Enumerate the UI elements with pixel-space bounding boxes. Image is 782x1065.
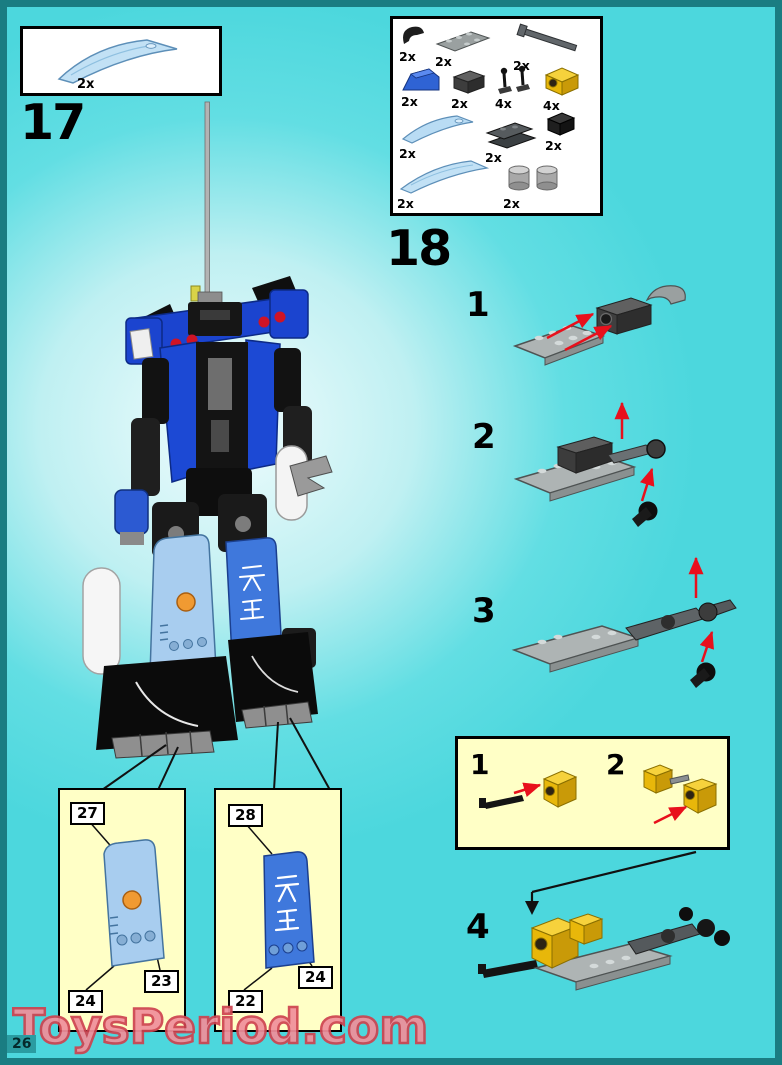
part-count: 4x (543, 98, 560, 113)
inset-substep-1-number: 1 (470, 748, 490, 781)
slope-brick-blue-icon (402, 68, 440, 91)
red-arrow (513, 782, 688, 825)
part-ref-24: 24 (298, 966, 333, 989)
parts-box-item: 2x (503, 161, 563, 211)
right-shin-panel (225, 537, 283, 658)
robot-model-illustration (82, 101, 333, 791)
right-foot (228, 632, 318, 729)
white-panel (129, 328, 154, 360)
inset-instruction-box: 1 2 (455, 736, 730, 850)
substep-4-number: 4 (466, 907, 490, 947)
black-arrow-down-icon (525, 901, 539, 915)
substep-1-assembly (512, 285, 686, 366)
ball-joint-piece (632, 501, 658, 527)
right-leg-panel-illustration (243, 823, 315, 991)
brick-dark-gray-icon (452, 70, 486, 94)
parts-box-item: 4x (495, 63, 535, 111)
part-ref-27: 27 (70, 802, 105, 825)
brick-yellow-icon (544, 67, 580, 96)
part-ref-24: 24 (68, 990, 103, 1013)
plates-dark-gray-icon (485, 122, 537, 149)
axle-gray-icon (516, 23, 578, 52)
parts-box-item: 2x (399, 24, 429, 64)
step-17-number: 17 (20, 94, 86, 151)
page-number: 26 (7, 1035, 37, 1053)
part-count: 2x (401, 94, 418, 109)
red-arrow (688, 556, 714, 663)
left-foot (96, 656, 238, 759)
part-count: 2x (399, 49, 416, 64)
part-count: 2x (485, 150, 502, 165)
step17-parts-box: 2x (20, 26, 222, 96)
wedge-light-blue-large-icon (399, 160, 490, 194)
substep-2-assembly (513, 401, 666, 527)
left-arm (114, 358, 169, 545)
torso (159, 339, 281, 483)
part-count: 2x (399, 146, 416, 161)
claw-piece-black-icon (403, 26, 424, 44)
callout-box-right-leg: 28 22 24 (214, 788, 342, 1032)
part-count: 2x (435, 54, 452, 69)
watermark-text: ToysPeriod.com (12, 999, 430, 1057)
brick-black-icon (546, 112, 576, 136)
kanji-marking (239, 565, 265, 620)
inset-substep-2-number: 2 (606, 748, 626, 781)
wedge-light-blue-icon (57, 39, 178, 84)
parts-box-item: 2x (513, 23, 587, 73)
kanji-marking (274, 874, 300, 932)
lever-black-icon (498, 65, 530, 94)
inset-to-step4-connector (525, 850, 697, 915)
parts-box-item: 2x (401, 65, 441, 109)
wedge-light-blue-small-icon (401, 115, 474, 144)
red-arrow (614, 401, 655, 502)
step-18-number: 18 (386, 220, 452, 277)
part-count: 4x (495, 96, 512, 111)
step18-parts-box: 2x 2x 2x 2x (390, 16, 603, 216)
substep-2-number: 2 (472, 417, 496, 457)
parts-box-item: 2x (435, 27, 491, 69)
part-ref-22: 22 (228, 990, 263, 1013)
part-count: 2x (545, 138, 562, 153)
inset-assembly-illustration (479, 764, 718, 825)
part-count: 2x (397, 196, 414, 211)
part-count: 2x (451, 96, 468, 111)
part-count: 2x (513, 58, 530, 73)
parts-box-item: 2x (451, 67, 487, 111)
parts-box-item: 2x (397, 155, 493, 211)
substep-1-number: 1 (466, 285, 490, 325)
round-bricks-gray-icon (508, 165, 558, 191)
part-count: 2x (503, 196, 520, 211)
parts-box-item: 2x (485, 115, 537, 165)
ball-joint-piece (690, 662, 716, 688)
callout-box-left-leg: 27 23 24 (58, 788, 186, 1032)
substep-3-assembly (511, 556, 737, 688)
left-shin-panel (149, 534, 217, 676)
head (188, 291, 242, 336)
parts-box-item: 2x (545, 109, 577, 153)
left-tank (82, 567, 121, 675)
left-leg-panel-illustration (85, 819, 165, 991)
part-ref-23: 23 (144, 970, 179, 993)
red-arrow (546, 312, 613, 352)
right-arm (274, 348, 333, 521)
substep-3-number: 3 (472, 591, 496, 631)
part-ref-28: 28 (228, 804, 263, 827)
callout-leader-lines (101, 717, 331, 791)
parts-box-item: 4x (543, 63, 581, 113)
parts-box-item: 2x (399, 111, 479, 161)
plate-2x4-gray-icon (435, 31, 491, 52)
part-count: 2x (77, 77, 95, 92)
substep-4-assembly (478, 907, 730, 991)
